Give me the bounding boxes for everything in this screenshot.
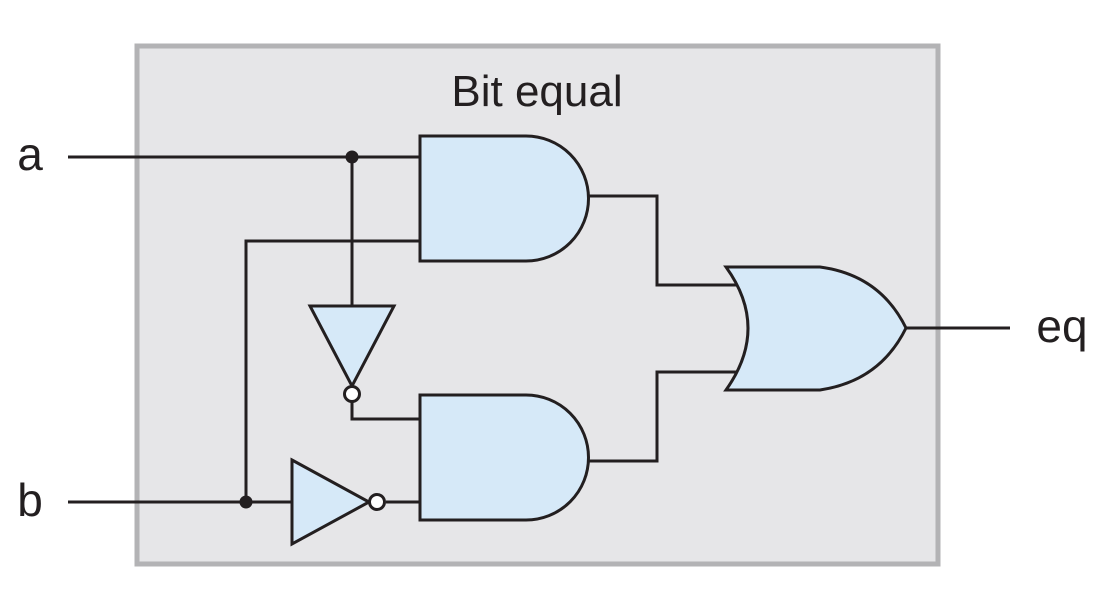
- not-gate-a-bubble: [343, 385, 361, 403]
- not-gate-a: [307, 304, 397, 390]
- wire-and-top-to-or: [588, 194, 738, 287]
- module-title: Bit equal: [451, 67, 622, 116]
- junction-dot-a: [345, 150, 359, 164]
- not-gate-b: [290, 457, 373, 547]
- or-gate: [723, 265, 908, 392]
- wire-b-to-and-top: [244, 239, 420, 502]
- wire-and-bottom-to-or: [588, 370, 738, 463]
- output-label-eq: eq: [1036, 300, 1087, 352]
- not-gate-b-bubble: [368, 493, 386, 511]
- input-label-b: b: [17, 474, 43, 526]
- and-gate-top: [418, 134, 590, 263]
- junction-dot-b: [239, 495, 253, 509]
- wires: [68, 155, 1010, 504]
- and-gate-bottom: [418, 393, 590, 522]
- wire-not-a-to-and-bottom: [350, 402, 420, 421]
- input-label-a: a: [17, 128, 43, 180]
